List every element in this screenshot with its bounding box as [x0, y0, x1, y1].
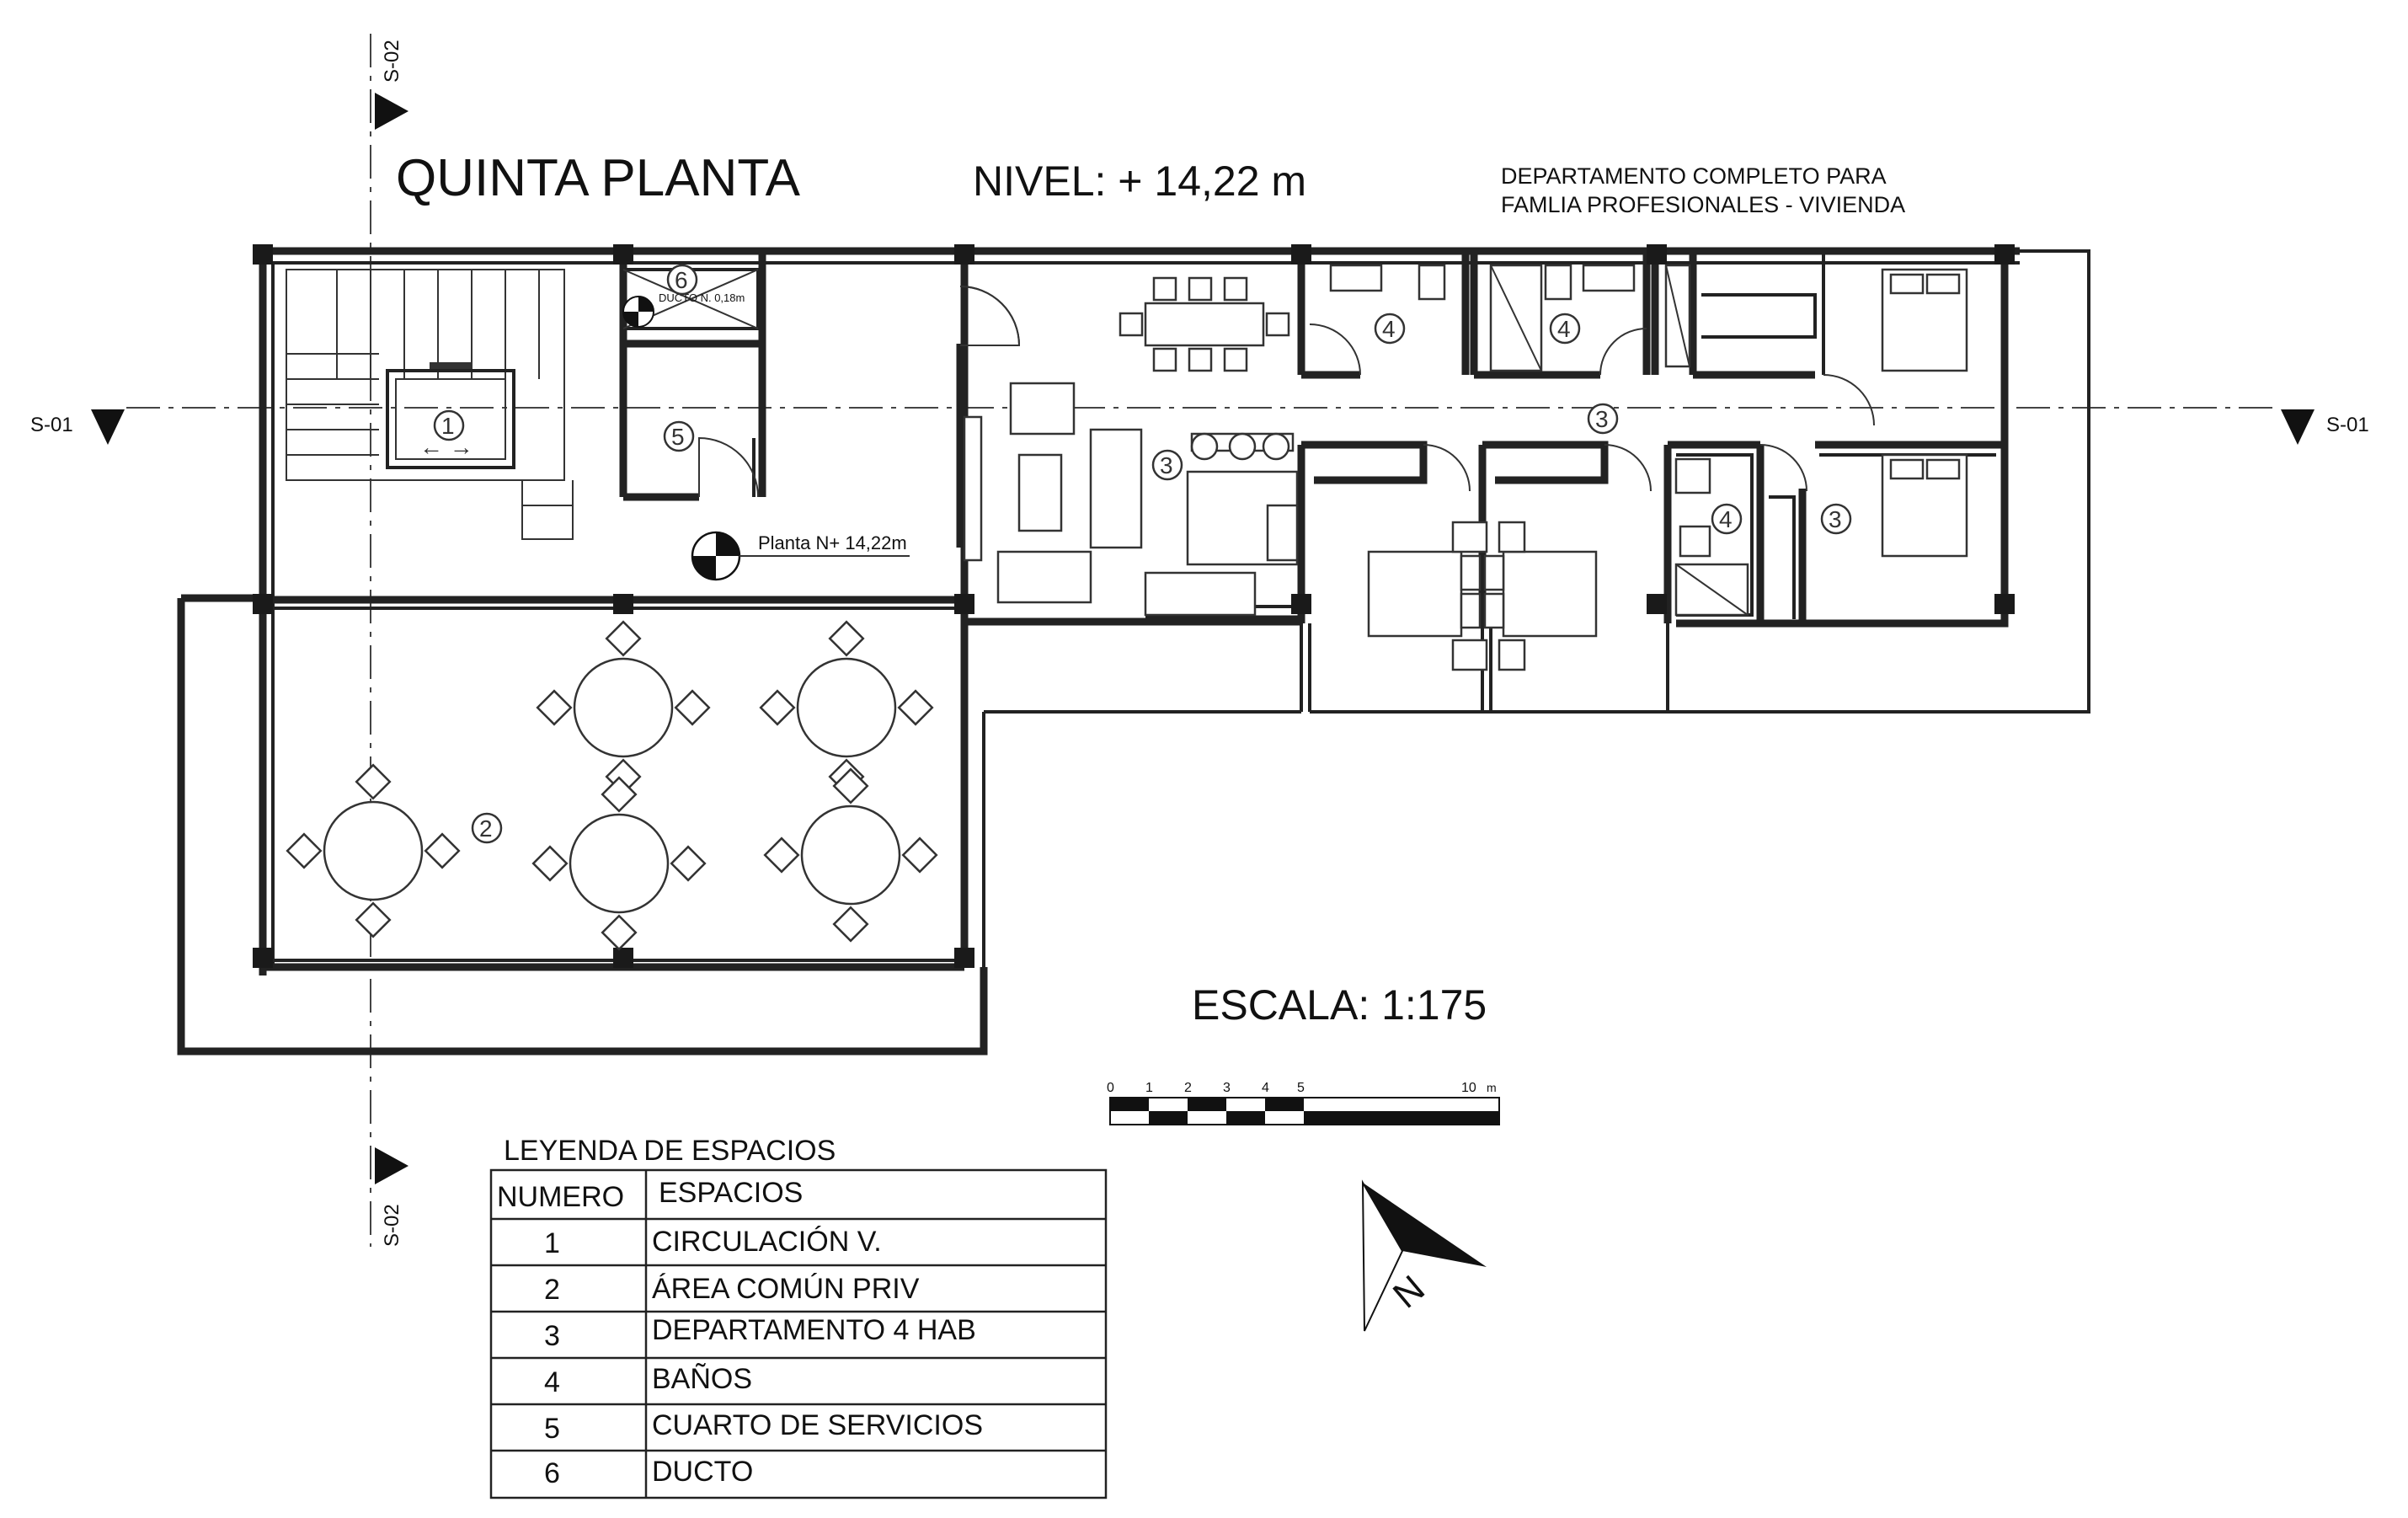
svg-text:5: 5: [671, 424, 685, 450]
legend-row-num: 5: [544, 1413, 560, 1445]
scale-tick-3: 3: [1223, 1081, 1231, 1095]
section-marker-bottom: S-02: [375, 1147, 408, 1247]
legend-col-number: NUMERO: [497, 1181, 624, 1213]
legend-row-num: 3: [544, 1320, 560, 1352]
section-label-bottom: S-02: [381, 1204, 403, 1247]
svg-text:1: 1: [441, 413, 455, 439]
legend-row-name: ÁREA COMÚN PRIV: [652, 1273, 920, 1305]
room-marker-4-b: 4: [1549, 313, 1581, 345]
room-marker-3-living: 3: [1151, 449, 1183, 481]
scale-tick-2: 2: [1184, 1081, 1192, 1095]
scale-tick-0: 0: [1107, 1081, 1114, 1095]
svg-text:4: 4: [1382, 316, 1396, 342]
north-arrow: N: [1361, 1179, 1487, 1332]
section-marker-left: S-01: [30, 409, 125, 445]
legend-row-num: 6: [544, 1457, 560, 1489]
description-line-2: FAMLIA PROFESIONALES - VIVIENDA: [1501, 192, 1905, 217]
scale-unit: m: [1487, 1081, 1497, 1094]
svg-text:6: 6: [675, 267, 688, 293]
room-marker-1: 1: [433, 409, 465, 441]
section-label-left: S-01: [30, 414, 73, 436]
scale-label: ESCALA: 1:175: [1192, 981, 1487, 1029]
svg-text:3: 3: [1160, 452, 1173, 478]
legend-table: NUMERO ESPACIOS 1 CIRCULACIÓN V. 2 ÁREA …: [489, 1168, 1108, 1499]
scale-bar: 0 1 2 3 4 5 10 m: [1107, 1081, 1500, 1125]
terrace-tables: [286, 620, 938, 951]
svg-text:4: 4: [1557, 316, 1571, 342]
svg-text:3: 3: [1829, 506, 1842, 532]
living-sofas: [963, 382, 1143, 604]
legend-row-num: 4: [544, 1366, 560, 1398]
legend-col-space: ESPACIOS: [659, 1177, 803, 1209]
bathroom-fixtures: [1329, 264, 1749, 617]
section-marker-right: S-01: [2281, 409, 2369, 445]
description-line-1: DEPARTAMENTO COMPLETO PARA: [1501, 163, 1887, 189]
legend-row-name: BAÑOS: [652, 1363, 752, 1395]
structural-columns: [253, 244, 2015, 968]
room-number-markers: 1 2 3 3 3 4 4 4 5 6: [433, 264, 1852, 844]
duct-shaft: DUCTO N. 0,18m: [622, 268, 760, 330]
room-marker-3-bedroom: 3: [1820, 503, 1852, 535]
interior-walls: [619, 251, 2005, 623]
level-marker: Planta N+ 14,22m: [691, 531, 910, 581]
room-marker-5: 5: [663, 420, 695, 452]
elevator: ← →: [386, 362, 515, 469]
staircase: [286, 269, 574, 540]
room-marker-2: 2: [471, 812, 503, 844]
level-label: NIVEL: + 14,22 m: [973, 158, 1306, 205]
duct-label: DUCTO N. 0,18m: [659, 291, 745, 304]
room-marker-4-a: 4: [1374, 313, 1406, 345]
legend-row-name: CIRCULACIÓN V.: [652, 1226, 882, 1258]
plan-title: QUINTA PLANTA: [396, 149, 801, 207]
door-swings: [698, 286, 1875, 498]
legend-row-name: DUCTO: [652, 1456, 753, 1488]
scale-tick-5: 5: [1297, 1081, 1305, 1095]
section-marker-top: S-02: [375, 40, 408, 130]
svg-text:4: 4: [1719, 506, 1733, 532]
scale-tick-1: 1: [1145, 1081, 1153, 1095]
north-label: N: [1386, 1268, 1433, 1317]
kitchen: [1144, 432, 1299, 617]
section-label-right: S-01: [2326, 414, 2369, 436]
legend-row-num: 1: [544, 1227, 560, 1259]
bedroom-beds: [1367, 268, 1968, 671]
scale-tick-4: 4: [1262, 1081, 1269, 1095]
legend-title: LEYENDA DE ESPACIOS: [504, 1135, 836, 1167]
room-marker-6: 6: [666, 264, 698, 296]
svg-text:2: 2: [479, 815, 493, 842]
svg-text:3: 3: [1595, 406, 1609, 432]
level-marker-label: Planta N+ 14,22m: [758, 532, 907, 553]
dining-table: [1119, 276, 1290, 372]
room-marker-4-c: 4: [1711, 503, 1743, 535]
section-label-top: S-02: [381, 40, 403, 83]
legend-row-num: 2: [544, 1274, 560, 1306]
legend-row-name: DEPARTAMENTO 4 HAB: [652, 1314, 976, 1346]
legend-row-name: CUARTO DE SERVICIOS: [652, 1409, 983, 1441]
scale-tick-10: 10: [1461, 1081, 1476, 1095]
room-marker-3-hall: 3: [1587, 403, 1619, 435]
